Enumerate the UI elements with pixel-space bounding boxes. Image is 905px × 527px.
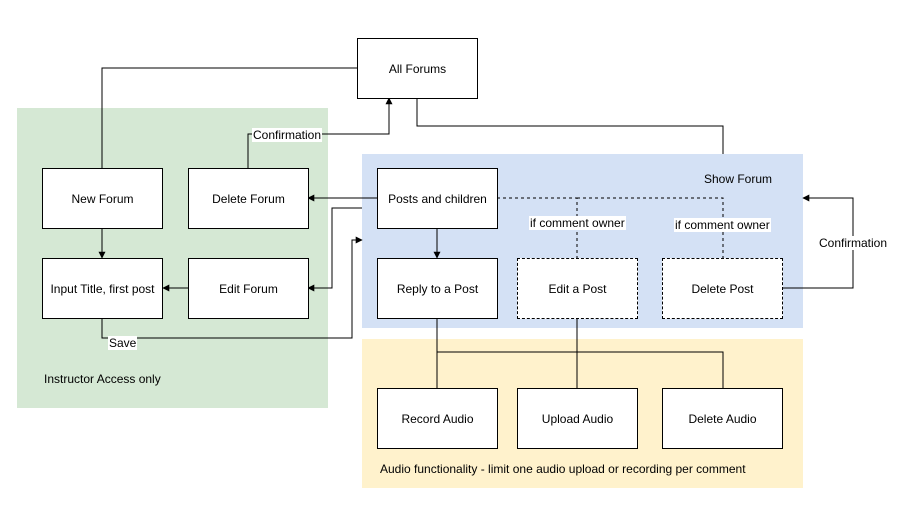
if-comment-owner-delete-label: if comment owner [674, 218, 771, 232]
confirmation-post-label: Confirmation [818, 236, 889, 250]
posts-and-children-node[interactable]: Posts and children [377, 168, 498, 229]
input-title-node[interactable]: Input Title, first post [42, 258, 163, 319]
save-label: Save [108, 336, 138, 350]
delete-audio-node[interactable]: Delete Audio [662, 388, 783, 449]
delete-forum-node[interactable]: Delete Forum [188, 168, 309, 229]
edge-posts-deletepost [577, 197, 724, 258]
if-comment-owner-edit-label: if comment owner [529, 216, 626, 230]
delete-post-node[interactable]: Delete Post [662, 258, 783, 319]
show-forum-label: Show Forum [704, 172, 773, 186]
edit-post-node[interactable]: Edit a Post [517, 258, 638, 319]
edge-allforums-newforum [101, 67, 357, 168]
edge-allforums-showforum [416, 98, 724, 154]
new-forum-node[interactable]: New Forum [42, 168, 163, 229]
edge-audio-bus [437, 351, 724, 388]
reply-to-post-node[interactable]: Reply to a Post [377, 258, 498, 319]
audio-functionality-label: Audio functionality - limit one audio up… [380, 462, 746, 476]
confirmation-forum-label: Confirmation [252, 128, 323, 142]
instructor-access-label: Instructor Access only [44, 372, 161, 386]
edge-posts-editforum [307, 207, 362, 292]
record-audio-node[interactable]: Record Audio [377, 388, 498, 449]
edit-forum-node[interactable]: Edit Forum [188, 258, 309, 319]
upload-audio-node[interactable]: Upload Audio [517, 388, 638, 449]
all-forums-node[interactable]: All Forums [357, 38, 478, 99]
edge-inputtitle-showforum [101, 236, 363, 339]
